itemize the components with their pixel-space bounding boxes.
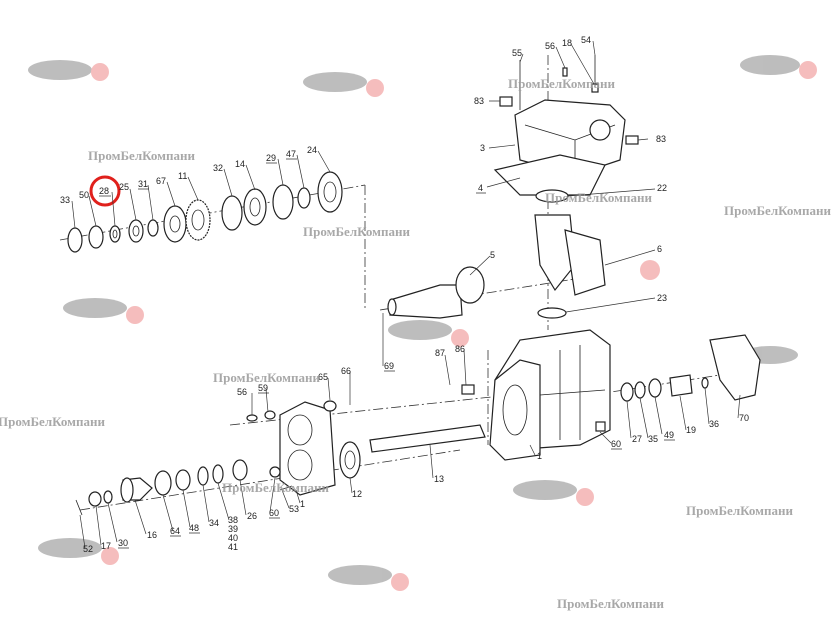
leader-lines: [71, 40, 741, 549]
leopard-logo-icon: [328, 565, 409, 591]
part-label[interactable]: 86: [455, 344, 465, 354]
part-label[interactable]: 30: [118, 538, 128, 548]
part-label[interactable]: 26: [247, 511, 257, 521]
part-label[interactable]: 17: [101, 541, 111, 551]
part-label[interactable]: 56: [545, 41, 555, 51]
logo-marks: [28, 55, 817, 591]
part-label[interactable]: 11: [178, 171, 187, 181]
part-label[interactable]: 53: [289, 504, 299, 514]
watermark-text: ПромБелКомпани: [724, 203, 831, 218]
input-shaft-assembly: [387, 266, 485, 319]
part-label[interactable]: 18: [562, 38, 572, 48]
part-label[interactable]: 66: [341, 366, 351, 376]
part-label[interactable]: 54: [581, 35, 591, 45]
part-label[interactable]: 83: [474, 96, 484, 106]
lower-left-parts: [75, 400, 337, 516]
part-label[interactable]: 29: [266, 153, 276, 163]
part-label[interactable]: 34: [209, 518, 219, 528]
watermark-text: ПромБелКомпани: [686, 503, 793, 518]
main-housing: [461, 329, 611, 461]
watermark-text: ПромБелКомпани: [88, 148, 195, 163]
part-label[interactable]: 35: [648, 434, 658, 444]
upper-shaft-parts: [67, 171, 343, 253]
part-label[interactable]: 60: [611, 439, 621, 449]
part-label[interactable]: 39: [228, 524, 238, 534]
part-labels: 33 50 28 25 31 67 11 32 14 29 47 24 55 5…: [60, 35, 749, 554]
part-label[interactable]: 38: [228, 515, 238, 525]
leopard-logo-icon: [513, 480, 594, 506]
part-label[interactable]: 56: [237, 387, 247, 397]
right-side-parts: [620, 334, 761, 402]
part-label[interactable]: 27: [632, 434, 642, 444]
part-label[interactable]: 67: [156, 176, 166, 186]
watermarks: ПромБелКомпани ПромБелКомпани ПромБелКом…: [0, 76, 831, 611]
part-label[interactable]: 12: [352, 489, 362, 499]
part-label[interactable]: 49: [664, 430, 674, 440]
part-label[interactable]: 3: [480, 143, 485, 153]
part-label[interactable]: 47: [286, 149, 296, 159]
part-label[interactable]: 87: [435, 348, 445, 358]
part-label[interactable]: 60: [269, 508, 279, 518]
part-label[interactable]: 70: [739, 413, 749, 423]
part-label[interactable]: 83: [656, 134, 666, 144]
leopard-logo-icon: [303, 72, 384, 97]
output-shaft: [339, 424, 486, 479]
part-label[interactable]: 5: [490, 250, 495, 260]
top-cover-assembly: [493, 55, 639, 319]
part-label[interactable]: 50: [79, 190, 89, 200]
part-label[interactable]: 13: [434, 474, 444, 484]
watermark-text: ПромБелКомпани: [303, 224, 410, 239]
part-label-highlighted[interactable]: 28: [99, 186, 109, 196]
watermark-text: ПромБелКомпани: [0, 414, 105, 429]
part-label[interactable]: 41: [228, 542, 238, 552]
leopard-logo-icon: [740, 55, 817, 79]
part-label[interactable]: 14: [235, 159, 245, 169]
part-label[interactable]: 33: [60, 195, 70, 205]
leopard-logo-icon: [38, 538, 119, 565]
part-label[interactable]: 55: [512, 48, 522, 58]
part-label[interactable]: 59: [258, 383, 268, 393]
part-label[interactable]: 4: [478, 183, 483, 193]
part-label[interactable]: 1: [537, 451, 542, 461]
part-label[interactable]: 16: [147, 530, 157, 540]
part-label[interactable]: 64: [170, 526, 180, 536]
watermark-text: ПромБелКомпани: [222, 480, 329, 495]
leopard-logo-icon: [640, 260, 660, 280]
part-label[interactable]: 36: [709, 419, 719, 429]
part-label[interactable]: 31: [138, 179, 148, 189]
part-label[interactable]: 32: [213, 163, 223, 173]
part-label[interactable]: 19: [686, 425, 696, 435]
part-label[interactable]: 69: [384, 361, 394, 371]
part-label[interactable]: 65: [318, 372, 328, 382]
part-label[interactable]: 22: [657, 183, 667, 193]
part-label[interactable]: 24: [307, 145, 317, 155]
part-label[interactable]: 1: [300, 499, 305, 509]
part-label[interactable]: 52: [83, 544, 93, 554]
leopard-logo-icon: [63, 298, 144, 324]
part-label[interactable]: 25: [119, 182, 129, 192]
part-label[interactable]: 40: [228, 533, 238, 543]
watermark-text: ПромБелКомпани: [557, 596, 664, 611]
part-label[interactable]: 48: [189, 523, 199, 533]
watermark-text: ПромБелКомпани: [508, 76, 615, 91]
part-label[interactable]: 23: [657, 293, 667, 303]
leopard-logo-icon: [28, 60, 109, 81]
highlight-circle: [89, 175, 121, 207]
watermark-text: ПромБелКомпани: [545, 190, 652, 205]
part-label[interactable]: 6: [657, 244, 662, 254]
leopard-logo-icon: [388, 320, 469, 347]
watermark-text: ПромБелКомпани: [213, 370, 320, 385]
